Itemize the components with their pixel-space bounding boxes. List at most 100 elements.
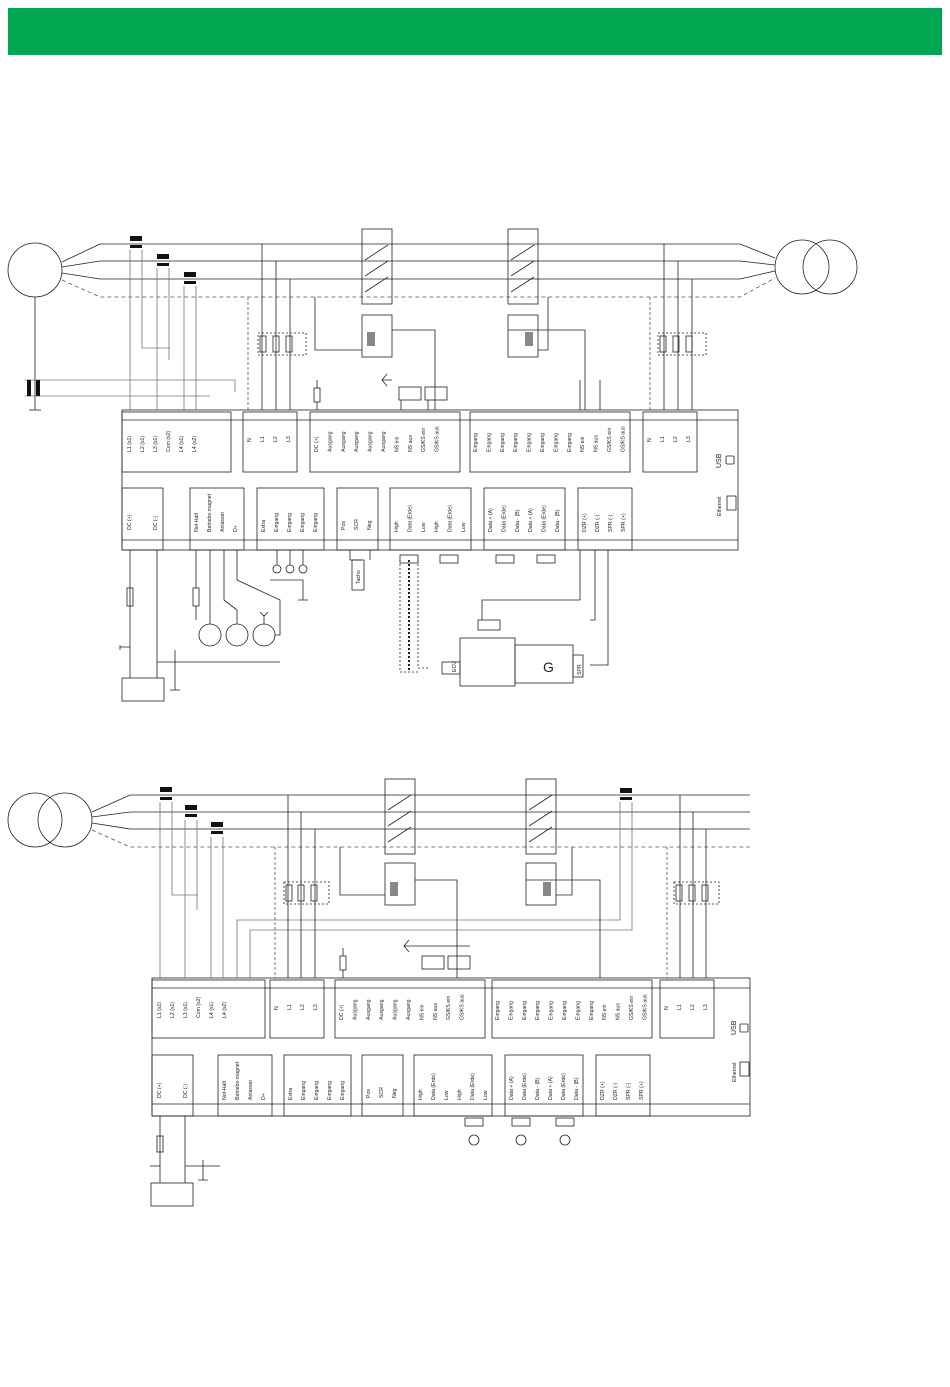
terminal-label: Ausgang <box>379 999 385 1020</box>
terminal-label: Eingang <box>313 513 319 532</box>
terminal-label: Anlasser <box>220 512 226 532</box>
terminal-label: NS ein <box>602 1004 608 1020</box>
terminal-label: GS/KS aus <box>620 426 626 452</box>
terminal-label: Eingang <box>553 433 559 452</box>
terminal-label: Low <box>483 1090 489 1100</box>
terminal-label: L4 (s2) <box>192 436 198 452</box>
terminal-label: L2 <box>673 436 679 442</box>
terminal-label: L1 (s1) <box>157 1002 163 1018</box>
terminal-label: L2 (s1) <box>170 1002 176 1018</box>
terminal-label: GS/KS aus <box>435 426 441 452</box>
terminal-label: GS/KS aus <box>460 994 466 1020</box>
terminal-label: L3 (s1) <box>153 436 159 452</box>
terminal-label: L2 <box>300 1004 306 1010</box>
terminal-label: L1 (s1) <box>127 436 133 452</box>
engine <box>459 637 516 687</box>
terminal-label: Data (Erde) <box>501 505 507 532</box>
transformer-circle-a <box>774 239 830 295</box>
terminal-label: SPR (+) <box>639 1081 645 1100</box>
terminal-label: NS aus <box>408 435 414 452</box>
terminal-label: Com (s2) <box>166 430 172 452</box>
terminal-label: Not-Halt <box>194 512 200 532</box>
terminal-label: Ausgang <box>381 431 387 452</box>
terminal-label: Low <box>444 1090 450 1100</box>
terminal-label: N <box>274 1006 280 1010</box>
terminal-label: Betriebs-magnet <box>207 493 213 532</box>
transformer2-circle-a <box>7 792 63 848</box>
terminal-label: L3 <box>686 436 692 442</box>
terminal-label: Eingang <box>495 1001 501 1020</box>
terminal-label: L4 (s2) <box>222 1002 228 1018</box>
terminal-label: Data - (B) <box>515 509 521 532</box>
terminal-label: DZR (+) <box>582 513 588 532</box>
terminal-label: Eingang <box>535 1001 541 1020</box>
terminal-label: Low <box>421 522 427 532</box>
terminal-label: L1 <box>260 436 266 442</box>
terminal-label: Eingang <box>314 1081 320 1100</box>
terminal-label: Data - (B) <box>535 1077 541 1100</box>
terminal-label: Neg <box>392 1088 398 1098</box>
terminal-label: Ausgang <box>406 999 412 1020</box>
terminal-label: Betriebs-magnet <box>235 1061 241 1100</box>
terminal-label: L4 (s1) <box>209 1002 215 1018</box>
terminal-label: Ausgang <box>352 999 358 1020</box>
terminal-label: Ausgang <box>366 999 372 1020</box>
terminal-label: L1 <box>287 1004 293 1010</box>
terminal-label: D+ <box>233 525 239 532</box>
terminal-label: L2 <box>690 1004 696 1010</box>
tacho-label: Tacho <box>356 570 362 584</box>
battery-1 <box>121 677 165 702</box>
terminal-label: GS/KS aus <box>642 994 648 1020</box>
terminal-label: L1 <box>677 1004 683 1010</box>
ethernet-label: Ethernet <box>732 1062 738 1082</box>
terminal-label: Eingang <box>513 433 519 452</box>
header-bar <box>8 8 942 55</box>
terminal-label: Eingang <box>287 513 293 532</box>
terminal-label: Data (Erde) <box>431 1073 437 1100</box>
breaker-2-coil-box <box>507 314 539 358</box>
terminal-label: DC (+) <box>314 436 320 452</box>
terminal-label: Pos <box>341 521 347 530</box>
terminal-label: Eingang <box>522 1001 528 1020</box>
terminal-label: High <box>394 521 400 532</box>
terminal-label: DC (+) <box>157 1082 163 1098</box>
spr-label: SPR <box>577 664 583 675</box>
terminal-label: NS aus <box>616 1003 622 1020</box>
terminal-label: Eingang <box>589 1001 595 1020</box>
terminal-label: Ausgang <box>354 431 360 452</box>
terminal-label: L3 <box>703 1004 709 1010</box>
terminal-label: Eingang <box>549 1001 555 1020</box>
terminal-label: Eingang <box>274 513 280 532</box>
terminal-label: D+ <box>261 1093 267 1100</box>
breaker-4 <box>525 778 557 855</box>
relay-box-a <box>398 386 422 401</box>
terminal-label: Data - (B) <box>574 1077 580 1100</box>
terminal-label: Eingang <box>527 433 533 452</box>
breaker-3-coil-box <box>384 862 416 906</box>
terminal-label: DC (+) <box>339 1004 345 1020</box>
terminal-label: N <box>647 438 653 442</box>
terminal-label: GS/KS ein <box>446 996 452 1020</box>
terminal-label: SCR <box>354 519 360 530</box>
terminal-label: Data + (A) <box>548 1076 554 1100</box>
terminal-label: Com (s2) <box>196 996 202 1018</box>
terminal-label: Data + (A) <box>528 508 534 532</box>
terminal-label: N <box>247 438 253 442</box>
terminal-label: Extra <box>288 1088 294 1100</box>
terminal-label: DZR (+) <box>600 1081 606 1100</box>
terminal-label: NS ein <box>580 436 586 452</box>
terminal-label: Eingang <box>473 433 479 452</box>
terminal-label: Eingang <box>340 1081 346 1100</box>
terminal-label: L1 <box>660 436 666 442</box>
terminal-label: Data (Erde) <box>407 505 413 532</box>
terminal-label: DC (+) <box>127 514 133 530</box>
terminal-label: SPR (-) <box>608 514 614 532</box>
terminal-label: Eingang <box>575 1001 581 1020</box>
controller-1 <box>121 409 739 551</box>
terminal-label: L2 (s1) <box>140 436 146 452</box>
terminal-label: Data (Erde) <box>542 505 548 532</box>
terminal-label: GS/KS ein <box>629 996 635 1020</box>
terminal-label: Data (Erde) <box>448 505 454 532</box>
terminal-label: Ausgang <box>393 999 399 1020</box>
terminal-label: L3 (s1) <box>183 1002 189 1018</box>
